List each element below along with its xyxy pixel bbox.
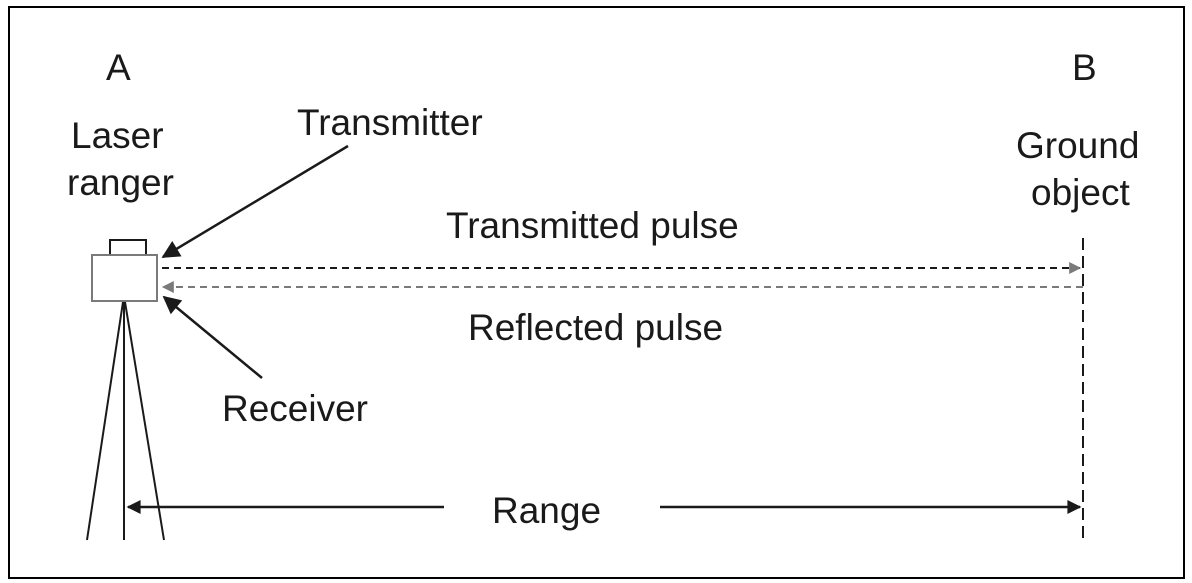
label-laser-ranger-line2: ranger (67, 162, 174, 203)
label-ground-object-line1: Ground (1016, 125, 1139, 166)
tripod-left-leg (86, 301, 124, 541)
receiver-pointer-arrow (162, 295, 263, 379)
tripod (86, 301, 165, 541)
label-transmitted-pulse: Transmitted pulse (446, 205, 739, 246)
label-point-b: B (1072, 47, 1097, 88)
label-point-a: A (106, 47, 131, 88)
label-range: Range (492, 490, 601, 531)
laser-ranger-instrument (91, 239, 158, 302)
transmitter-pointer-arrow (161, 144, 349, 259)
label-reflected-pulse: Reflected pulse (468, 307, 723, 348)
label-transmitter: Transmitter (297, 102, 483, 143)
diagram-border (8, 6, 1185, 579)
label-ground-object-line2: object (1031, 172, 1130, 213)
label-receiver: Receiver (222, 388, 368, 429)
tripod-right-leg (124, 301, 165, 541)
instrument-top-handle (109, 239, 147, 256)
instrument-body (91, 254, 158, 302)
label-laser-ranger-line1: Laser (71, 115, 164, 156)
